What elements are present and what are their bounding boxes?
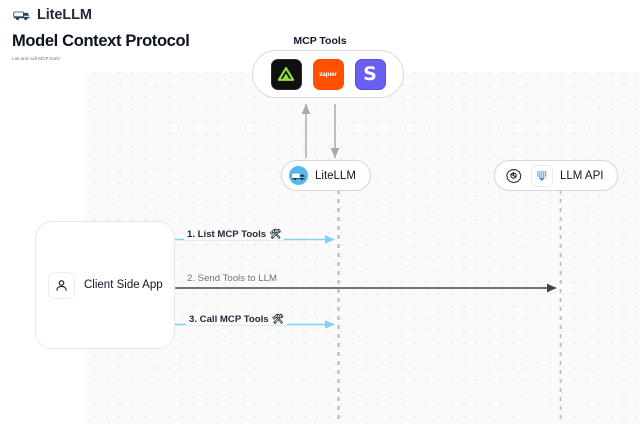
node-llm-api-label: LLM API: [560, 169, 604, 182]
zapier-label: zapier: [319, 70, 337, 78]
edge-label-3: 3. Call MCP Tools 🛠: [186, 314, 287, 325]
edge-label-2: 2. Send Tools to LLM: [184, 273, 280, 284]
node-llm-api[interactable]: LLM API: [494, 160, 619, 191]
triangle-tool-icon[interactable]: [270, 58, 302, 90]
truck-icon: [13, 8, 31, 22]
zapier-icon[interactable]: zapier: [312, 58, 344, 90]
canvas-left-wash: [0, 0, 84, 436]
mcp-tools-title: MCP Tools: [293, 35, 347, 47]
brand-bar: LiteLLM: [0, 0, 640, 30]
node-client-label: Client Side App: [84, 279, 163, 291]
litellm-avatar-icon: [289, 166, 308, 185]
edge-label-2-text: 2. Send Tools to LLM: [187, 273, 277, 284]
user-icon: [48, 271, 75, 299]
canvas-bottom-wash: [0, 424, 640, 436]
tools-icon: 🛠: [271, 313, 284, 325]
edge-label-1-text: 1. List MCP Tools: [187, 229, 267, 240]
page-header: Model Context Protocol List and call MCP…: [12, 31, 190, 62]
edge-label-3-text: 3. Call MCP Tools: [189, 314, 269, 325]
page-title: Model Context Protocol: [12, 32, 190, 50]
brand-name: LiteLLM: [37, 7, 92, 23]
tools-icon: 🛠: [269, 228, 282, 240]
mcp-tools-box: zapier S: [252, 50, 404, 98]
node-litellm[interactable]: LiteLLM: [281, 160, 371, 191]
edge-label-1: 1. List MCP Tools 🛠: [184, 228, 285, 240]
anthropic-icon: [531, 164, 553, 187]
slack-letter: S: [363, 62, 377, 85]
page-subtitle: List and call MCP tools: [12, 56, 60, 61]
slack-icon[interactable]: S: [354, 58, 386, 90]
node-litellm-label: LiteLLM: [315, 169, 356, 182]
node-client-side-app[interactable]: Client Side App: [35, 221, 175, 349]
openai-icon: [502, 164, 524, 187]
